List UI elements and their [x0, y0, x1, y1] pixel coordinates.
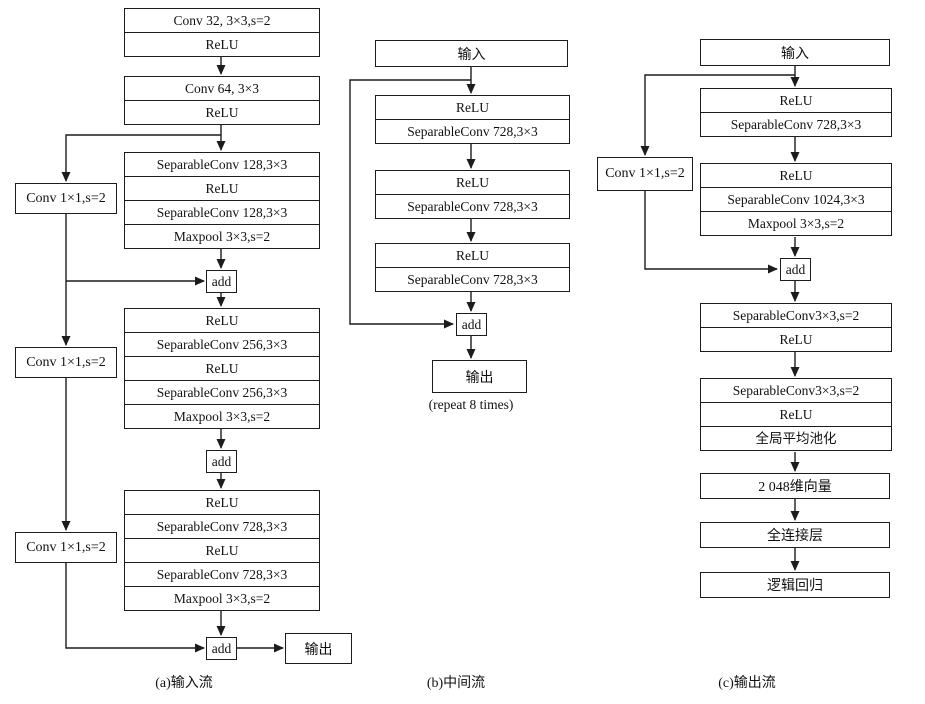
entry-conv64-block: Conv 64, 3×3 ReLU [124, 76, 320, 125]
layer-row: ReLU [456, 248, 489, 263]
exit-sep-stride-block-2: SeparableConv3×3,s=2 ReLU 全局平均池化 [700, 378, 892, 451]
layer-row: Maxpool 3×3,s=2 [125, 586, 319, 610]
layer-row: Conv 32, 3×3,s=2 [173, 13, 271, 28]
layer-row: ReLU [701, 402, 891, 426]
caption-middle-flow: (b)中间流 [426, 676, 486, 691]
layer-row: ReLU [205, 495, 239, 510]
layer-row: SeparableConv 728,3×3 [125, 514, 319, 538]
entry-conv32-block: Conv 32, 3×3,s=2 ReLU [124, 8, 320, 57]
middle-sep-block-3: ReLU SeparableConv 728,3×3 [375, 243, 570, 292]
exit-input-box: 输入 [700, 39, 890, 66]
layer-row: SeparableConv 728,3×3 [376, 194, 569, 218]
entry-sep128-block: SeparableConv 128,3×3 ReLU SeparableConv… [124, 152, 320, 249]
layer-row: SeparableConv 256,3×3 [125, 380, 319, 404]
exit-sep728-block: ReLU SeparableConv 728,3×3 [700, 88, 892, 137]
entry-sep728-block: ReLU SeparableConv 728,3×3 ReLU Separabl… [124, 490, 320, 611]
layer-row: SeparableConv 728,3×3 [376, 119, 569, 143]
layer-row: ReLU [125, 538, 319, 562]
layer-row: Maxpool 3×3,s=2 [125, 224, 319, 248]
layer-row: SeparableConv3×3,s=2 [732, 383, 860, 398]
entry-shortcut-conv1x1: Conv 1×1,s=2 [15, 532, 117, 563]
layer-row: SeparableConv 728,3×3 [701, 112, 891, 136]
middle-output-box: 输出 [432, 360, 527, 393]
repeat-note: (repeat 8 times) [428, 397, 514, 412]
layer-row: ReLU [125, 32, 319, 56]
layer-row: ReLU [456, 100, 489, 115]
exit-vector-box: 2 048维向量 [700, 473, 890, 499]
add-node: add [206, 637, 237, 660]
layer-row: SeparableConv3×3,s=2 [732, 308, 860, 323]
layer-row: ReLU [125, 356, 319, 380]
layer-row: ReLU [205, 313, 239, 328]
entry-shortcut-conv1x1: Conv 1×1,s=2 [15, 347, 117, 378]
exit-logistic-box: 逻辑回归 [700, 572, 890, 598]
caption-entry-flow: (a)输入流 [155, 676, 213, 691]
layer-row: SeparableConv 1024,3×3 [701, 187, 891, 211]
entry-output-box: 输出 [285, 633, 352, 664]
layer-row: ReLU [456, 175, 489, 190]
layer-row: ReLU [125, 100, 319, 124]
add-node: add [206, 270, 237, 293]
layer-row: Maxpool 3×3,s=2 [701, 211, 891, 235]
layer-row: ReLU [779, 168, 813, 183]
exit-shortcut-conv1x1: Conv 1×1,s=2 [597, 157, 693, 191]
exit-sep-stride-block-1: SeparableConv3×3,s=2 ReLU [700, 303, 892, 352]
layer-row: SeparableConv 128,3×3 [125, 200, 319, 224]
layer-row: 全局平均池化 [701, 426, 891, 450]
add-node: add [780, 258, 811, 281]
layer-row: SeparableConv 256,3×3 [125, 332, 319, 356]
middle-sep-block-2: ReLU SeparableConv 728,3×3 [375, 170, 570, 219]
layer-row: Conv 64, 3×3 [185, 81, 259, 96]
layer-row: SeparableConv 128,3×3 [156, 157, 288, 172]
layer-row: Maxpool 3×3,s=2 [125, 404, 319, 428]
add-node: add [456, 313, 487, 336]
exit-fc-box: 全连接层 [700, 522, 890, 548]
middle-input-box: 输入 [375, 40, 568, 67]
layer-row: SeparableConv 728,3×3 [125, 562, 319, 586]
layer-row: ReLU [779, 93, 813, 108]
exit-sep1024-block: ReLU SeparableConv 1024,3×3 Maxpool 3×3,… [700, 163, 892, 236]
caption-exit-flow: (c)输出流 [718, 676, 776, 691]
entry-shortcut-conv1x1: Conv 1×1,s=2 [15, 183, 117, 214]
entry-sep256-block: ReLU SeparableConv 256,3×3 ReLU Separabl… [124, 308, 320, 429]
layer-row: SeparableConv 728,3×3 [376, 267, 569, 291]
layer-row: ReLU [701, 327, 891, 351]
middle-sep-block-1: ReLU SeparableConv 728,3×3 [375, 95, 570, 144]
layer-row: ReLU [125, 176, 319, 200]
add-node: add [206, 450, 237, 473]
